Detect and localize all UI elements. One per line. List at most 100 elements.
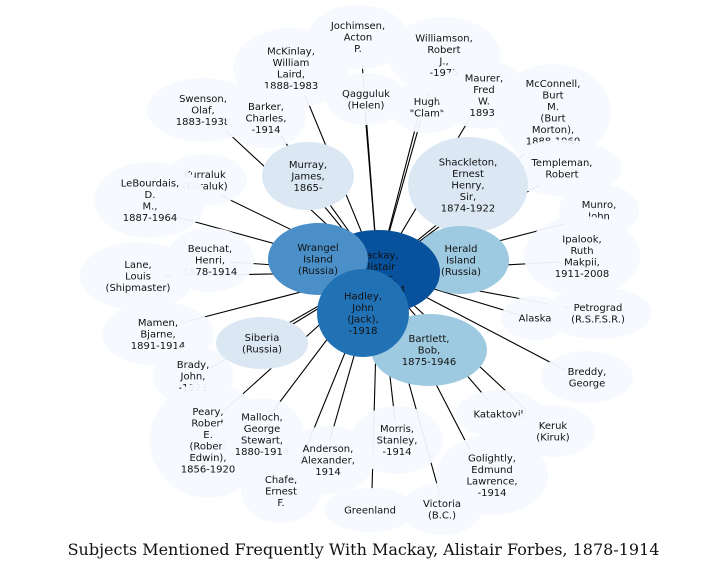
node-label-line: -1914 (382, 447, 411, 458)
node-victoria[interactable]: Victoria(B.C.) (402, 483, 482, 535)
node-label-line: (Shipmaster) (106, 283, 171, 294)
node-alaska[interactable]: Alaska (501, 296, 569, 340)
node-label-line: Louis (125, 272, 151, 283)
node-bubble (501, 296, 569, 340)
node-label-line: John, (180, 372, 206, 383)
node-label-line: Herald (444, 244, 477, 255)
node-label-line: Robert (427, 45, 460, 56)
node-bubble (262, 142, 354, 210)
node-label-line: Maurer, (465, 73, 503, 84)
node-label-line: Olaf, (191, 106, 214, 117)
node-label-line: Alistair (361, 262, 396, 273)
node-label-line: McConnell, (526, 79, 581, 90)
node-label-line: Brady, (177, 360, 210, 371)
node-label-line: -1918 (348, 326, 377, 337)
node-bubble (524, 216, 640, 296)
node-label: Qagguluk(Helen) (342, 89, 390, 112)
node-label: Swenson,Olaf,1883-1938 (176, 94, 231, 128)
node-label-line: Burt (542, 90, 563, 101)
node-label-line: 1914 (315, 467, 340, 478)
node-label-line: Beuchat, (188, 244, 232, 255)
node-murray[interactable]: Murray,James,1865- (262, 142, 354, 210)
node-label-line: Henry, (451, 181, 484, 192)
node-bubble (324, 488, 416, 532)
node-label-line: 1887-1964 (123, 213, 178, 224)
node-label-line: 1874-1922 (441, 204, 496, 215)
node-label-line: Bartlett, (409, 334, 450, 345)
node-label-line: 1911-2008 (555, 269, 610, 280)
node-label-line: 1893- (469, 108, 498, 119)
node-label-line: Greenland (344, 506, 396, 517)
node-bubble (216, 317, 308, 369)
node-label-line: 1883-1938 (176, 117, 231, 128)
node-bubble (80, 242, 196, 310)
node-label: Barker,Charles,-1914 (246, 102, 287, 136)
node-label-line: Ernest (452, 169, 484, 180)
node-keruk[interactable]: Keruk(Kiruk) (511, 405, 595, 457)
node-greenland[interactable]: Greenland (324, 488, 416, 532)
node-label-line: Stewart, (241, 435, 283, 446)
node-label: Munro,John (582, 200, 617, 223)
node-label-line: (Burt (540, 113, 565, 124)
node-bubble (495, 64, 611, 160)
node-breddy[interactable]: Breddy,George (541, 351, 633, 403)
node-bubble (94, 162, 206, 238)
node-label-line: 1888-1983 (264, 81, 319, 92)
node-label: Morris,Stanley,-1914 (377, 424, 418, 458)
node-label-line: Swenson, (179, 94, 227, 105)
node-label: Beuchat,Henri,1878-1914 (183, 244, 238, 278)
node-templeman[interactable]: Templeman,Robert (502, 140, 622, 196)
node-label: Bartlett,Bob,1875-1946 (402, 334, 457, 368)
node-label: Hugh"Clam" (410, 97, 445, 120)
node-siberia[interactable]: Siberia(Russia) (216, 317, 308, 369)
node-label: Kurraluk(Kuraluk) (182, 170, 227, 193)
node-label-line: -1914 (251, 125, 280, 136)
node-label-line: John (351, 303, 374, 314)
node-petrograd[interactable]: Petrograd(R.S.F.S.R.) (544, 287, 652, 339)
node-bubble (511, 405, 595, 457)
node-bubble (317, 269, 409, 357)
node-label-line: (Jack), (347, 314, 378, 325)
node-label-line: Chafe, (265, 475, 297, 486)
node-label-line: -1914 (477, 488, 506, 499)
node-label: LeBourdais,D.M.,1887-1964 (121, 178, 179, 224)
node-label-line: Lawrence, (466, 476, 517, 487)
node-label-line: 1865- (293, 183, 322, 194)
node-bubble (326, 73, 406, 125)
node-morris[interactable]: Morris,Stanley,-1914 (351, 406, 443, 474)
node-label-line: Keruk (539, 421, 568, 432)
node-label-line: Acton (344, 33, 373, 44)
node-label-line: 1856-1920 (181, 464, 236, 475)
node-lane[interactable]: Lane,Louis(Shipmaster) (80, 242, 196, 310)
node-barker[interactable]: Barker,Charles,-1914 (226, 88, 306, 148)
node-label-line: D. (145, 190, 156, 201)
node-bubble (541, 351, 633, 403)
node-lebourdais[interactable]: LeBourdais,D.M.,1887-1964 (94, 162, 206, 238)
node-label-line: Munro, (582, 200, 617, 211)
node-label: Murray,James,1865- (289, 160, 327, 194)
node-label-line: LeBourdais, (121, 178, 179, 189)
node-label-line: Breddy, (568, 367, 607, 378)
node-bubble (402, 483, 482, 535)
node-label-line: "Clam" (410, 108, 445, 119)
node-hadley[interactable]: Hadley,John(Jack),-1918 (317, 269, 409, 357)
node-label-line: 1875-1946 (402, 357, 457, 368)
node-label-line: Ipalook, (562, 234, 601, 245)
node-label-line: McKinlay, (267, 46, 315, 57)
node-label-line: (Robert (189, 441, 226, 452)
node-label-line: (Helen) (348, 100, 385, 111)
node-qagguluk[interactable]: Qagguluk(Helen) (326, 73, 406, 125)
